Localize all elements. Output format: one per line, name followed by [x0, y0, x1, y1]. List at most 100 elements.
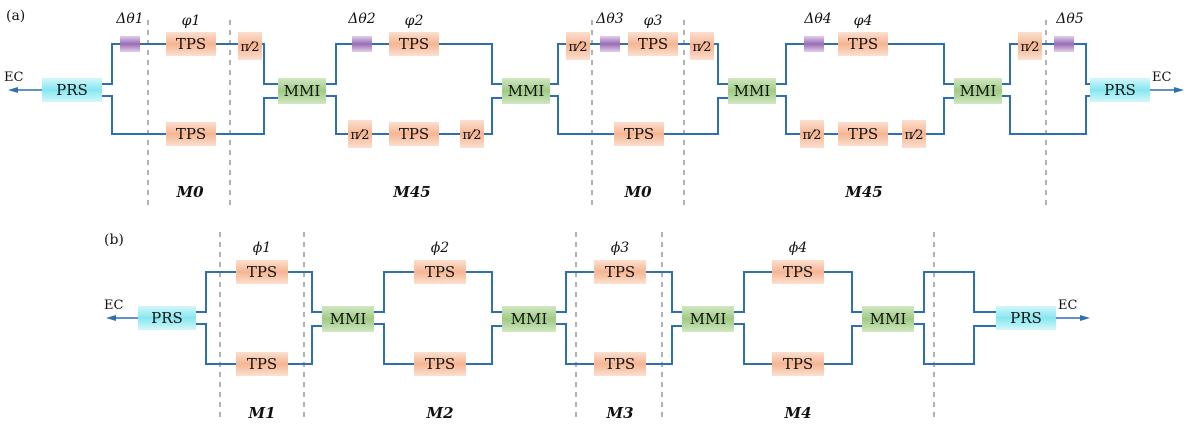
ec-label-left: EC	[104, 298, 123, 313]
tps-box: TPS	[236, 260, 288, 284]
tps-box: TPS	[166, 122, 216, 146]
mmi-box: MMI	[502, 78, 550, 104]
module-label: M45	[392, 183, 430, 201]
delta-theta-label: Δθ3	[595, 11, 624, 27]
svg-text:π⁄2: π⁄2	[351, 128, 370, 143]
svg-text:TPS: TPS	[783, 355, 813, 373]
tps-box: TPS	[772, 352, 824, 376]
phase-label: φ1	[182, 13, 201, 29]
tps-box: TPS	[772, 260, 824, 284]
svg-text:MMI: MMI	[511, 310, 548, 328]
module-label: M4	[783, 404, 811, 422]
svg-text:TPS: TPS	[176, 35, 206, 53]
svg-text:TPS: TPS	[848, 125, 878, 143]
half-pi-box: π⁄2	[800, 120, 824, 148]
svg-text:TPS: TPS	[425, 263, 455, 281]
mmi-box: MMI	[728, 78, 776, 104]
tps-box: TPS	[236, 352, 288, 376]
delta-theta-box	[804, 36, 824, 52]
module-label: M0	[623, 183, 652, 201]
svg-text:TPS: TPS	[624, 125, 654, 143]
svg-text:MMI: MMI	[870, 310, 907, 328]
svg-text:MMI: MMI	[330, 310, 367, 328]
delta-theta-label: Δθ2	[347, 11, 376, 27]
svg-text:π⁄2: π⁄2	[803, 128, 822, 143]
delta-theta-label: Δθ5	[1055, 11, 1084, 27]
tps-box: TPS	[594, 260, 646, 284]
module-label: M1	[247, 404, 275, 422]
delta-theta-box	[352, 36, 372, 52]
tps-box: TPS	[594, 352, 646, 376]
tps-box: TPS	[166, 32, 216, 56]
mmi-box: MMI	[322, 306, 374, 332]
ec-arrow-left-icon	[8, 87, 18, 93]
ec-label-left: EC	[4, 70, 23, 85]
svg-text:π⁄2: π⁄2	[241, 40, 260, 55]
module-label: M3	[605, 404, 633, 422]
phase-label: φ3	[644, 13, 663, 29]
svg-text:TPS: TPS	[605, 355, 635, 373]
tps-box: TPS	[389, 32, 439, 56]
mmi-box: MMI	[502, 306, 556, 332]
prs-box-left: PRS	[42, 78, 102, 102]
panel-b-label: (b)	[104, 232, 124, 248]
half-pi-box: π⁄2	[902, 120, 926, 148]
phase-label: φ4	[854, 13, 873, 29]
delta-theta-box	[120, 36, 140, 52]
svg-text:π⁄2: π⁄2	[569, 40, 588, 55]
half-pi-box: π⁄2	[566, 32, 590, 60]
phase-label: ϕ1	[253, 240, 271, 256]
mmi-box: MMI	[862, 306, 914, 332]
svg-text:TPS: TPS	[605, 263, 635, 281]
phase-label: ϕ2	[431, 240, 450, 256]
delta-theta-label: Δθ1	[115, 11, 143, 27]
delta-theta-box	[600, 36, 620, 52]
svg-text:TPS: TPS	[848, 35, 878, 53]
svg-text:TPS: TPS	[399, 35, 429, 53]
tps-box: TPS	[414, 260, 466, 284]
prs-box-left: PRS	[138, 306, 196, 330]
prs-box-right: PRS	[1090, 78, 1150, 102]
svg-text:TPS: TPS	[399, 125, 429, 143]
delta-theta-label: Δθ4	[803, 11, 831, 27]
svg-text:MMI: MMI	[284, 82, 321, 100]
ec-arrow-right-icon	[1080, 315, 1090, 321]
half-pi-box: π⁄2	[348, 120, 372, 148]
module-label: M0	[175, 183, 204, 201]
panel-a-label: (a)	[6, 8, 25, 24]
delta-theta-box	[1054, 36, 1074, 52]
module-label: M45	[844, 183, 882, 201]
phase-label: φ2	[405, 13, 424, 29]
prs-box-right: PRS	[996, 306, 1056, 330]
svg-text:PRS: PRS	[56, 81, 88, 99]
svg-text:MMI: MMI	[690, 310, 727, 328]
svg-text:π⁄2: π⁄2	[905, 128, 924, 143]
ec-arrow-left-icon	[106, 315, 116, 321]
svg-text:PRS: PRS	[151, 309, 183, 327]
tps-box: TPS	[838, 32, 888, 56]
svg-text:PRS: PRS	[1104, 81, 1136, 99]
svg-text:TPS: TPS	[247, 355, 277, 373]
half-pi-box: π⁄2	[238, 32, 262, 60]
tps-box: TPS	[389, 122, 439, 146]
svg-text:MMI: MMI	[508, 82, 545, 100]
panel-b: (b) EC EC PRS	[104, 232, 1090, 422]
svg-text:TPS: TPS	[176, 125, 206, 143]
module-label: M2	[425, 404, 453, 422]
half-pi-box: π⁄2	[460, 120, 484, 148]
svg-text:TPS: TPS	[247, 263, 277, 281]
ec-label-right: EC	[1058, 298, 1077, 313]
svg-text:MMI: MMI	[734, 82, 771, 100]
tps-box: TPS	[628, 32, 678, 56]
ec-arrow-right-icon	[1174, 87, 1184, 93]
half-pi-box: π⁄2	[1018, 32, 1042, 60]
mmi-box: MMI	[278, 78, 326, 104]
ec-label-right: EC	[1152, 70, 1171, 85]
tps-box: TPS	[838, 122, 888, 146]
svg-text:TPS: TPS	[638, 35, 668, 53]
svg-text:TPS: TPS	[783, 263, 813, 281]
svg-text:MMI: MMI	[960, 82, 997, 100]
svg-text:π⁄2: π⁄2	[1021, 40, 1040, 55]
tps-box: TPS	[414, 352, 466, 376]
